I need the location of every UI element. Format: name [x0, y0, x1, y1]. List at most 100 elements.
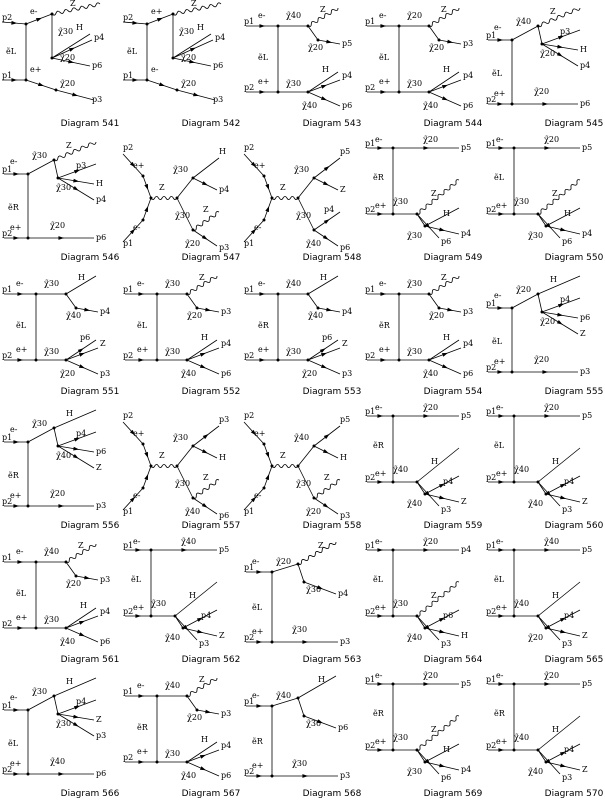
neutralino-line: [307, 293, 319, 309]
external-line-arrow: [441, 352, 448, 357]
incoming-line-arrow: [17, 560, 24, 564]
external-line-arrow: [78, 620, 85, 625]
prop-label: e+: [133, 161, 144, 170]
diagram-caption: Diagram 542: [182, 119, 241, 129]
ext-label: Z: [199, 675, 205, 684]
ext-label: p5: [582, 545, 592, 554]
external-line-arrow: [323, 166, 330, 172]
prop-label: χ̃20: [60, 53, 75, 62]
incoming-line-arrow: [256, 774, 263, 778]
incoming-line-arrow: [13, 236, 20, 240]
incoming-line-arrow: [256, 704, 263, 708]
ext-label: p1: [123, 507, 133, 516]
vertex-dot: [64, 560, 68, 564]
external-line-arrow: [545, 624, 552, 631]
ext-label: Z: [431, 591, 437, 600]
vertex-dot: [191, 444, 195, 448]
external-line-arrow: [58, 772, 65, 776]
fermion-line-arrow: [144, 451, 149, 459]
prop-label: χ̃30: [393, 197, 408, 206]
external-line-arrow: [423, 146, 430, 150]
external-line: [537, 715, 581, 751]
ext-label: H: [552, 457, 559, 466]
ext-label: p6: [443, 611, 453, 620]
external-line-arrow: [556, 320, 563, 325]
vertex-dot: [312, 496, 316, 500]
vertex-dot: [540, 42, 544, 46]
ext-label: Z: [580, 329, 586, 338]
neutralino-line: [65, 293, 77, 309]
neutralino-line: [511, 293, 539, 309]
external-line-arrow: [73, 705, 81, 710]
prop-label: e-: [30, 7, 38, 16]
prop-label: χ̃40: [514, 465, 529, 474]
incoming-line-arrow: [498, 414, 505, 418]
prop-label: e+: [16, 345, 27, 354]
vertex-dot: [149, 464, 153, 468]
z-propagator: [271, 196, 299, 200]
vertex-dot: [312, 176, 316, 180]
incoming-line-arrow: [250, 161, 257, 168]
external-line-arrow: [302, 774, 309, 778]
incoming-line-arrow: [138, 292, 145, 296]
external-line-arrow: [322, 502, 329, 508]
ext-label: p1: [2, 285, 12, 294]
ext-label: p2: [244, 767, 254, 776]
incoming-line-arrow: [377, 414, 384, 418]
ext-label: p3: [76, 161, 86, 170]
ext-label: p3: [96, 501, 106, 510]
external-line-arrow: [68, 47, 75, 52]
ext-label: p6: [441, 237, 451, 246]
vertex-dot: [512, 748, 516, 752]
ext-label: Z: [582, 765, 588, 774]
z-boson-line: [428, 7, 460, 27]
neutralino-line: [65, 561, 77, 577]
incoming-line-arrow: [135, 548, 142, 552]
prop-label: χ̃30: [292, 759, 307, 768]
prop-label: χ̃30: [32, 419, 47, 428]
ext-label: p1: [486, 541, 496, 550]
incoming-line-arrow: [259, 358, 266, 362]
ext-label: p2: [123, 411, 133, 420]
ext-label: p6: [340, 243, 350, 252]
prop-label: e-: [258, 11, 266, 20]
prop-label: e-: [137, 279, 145, 288]
ext-label: p2: [123, 753, 133, 762]
fermion-line-arrow: [144, 473, 149, 481]
ext-label: p2: [486, 95, 496, 104]
incoming-line-arrow: [498, 748, 505, 752]
vertex-dot: [262, 174, 266, 178]
ext-label: p2: [365, 205, 375, 214]
external-line: [428, 339, 460, 361]
ext-label: p5: [582, 679, 592, 688]
ext-label: H: [340, 453, 347, 462]
incoming-line-arrow: [380, 292, 387, 296]
ext-label: H: [552, 725, 559, 734]
ext-label: Z: [203, 473, 209, 482]
external-line-arrow: [320, 84, 327, 89]
external-line-arrow: [423, 548, 430, 552]
external-line-arrow: [322, 234, 329, 240]
prop-label: e-: [10, 157, 18, 166]
ext-label: p3: [441, 639, 451, 648]
ext-label: p5: [340, 415, 350, 424]
external-line-arrow: [68, 59, 75, 64]
ext-label: p4: [100, 607, 110, 616]
ext-label: p1: [486, 675, 496, 684]
prop-label: χ̃30: [514, 197, 529, 206]
external-line-arrow: [544, 414, 551, 418]
vertex-dot: [544, 760, 548, 764]
diagram-caption: Diagram 546: [61, 253, 120, 263]
vertex-dot: [141, 486, 145, 490]
external-line-arrow: [182, 624, 189, 631]
external-line-arrow: [322, 449, 329, 454]
ext-label: p1: [365, 675, 375, 684]
incoming-line-arrow: [497, 38, 504, 42]
ext-label: H: [201, 333, 208, 342]
external-line-arrow: [441, 96, 448, 101]
prop-label: χ̃30: [32, 151, 47, 160]
external-line-arrow: [557, 303, 565, 308]
prop-label: e+: [10, 491, 21, 500]
